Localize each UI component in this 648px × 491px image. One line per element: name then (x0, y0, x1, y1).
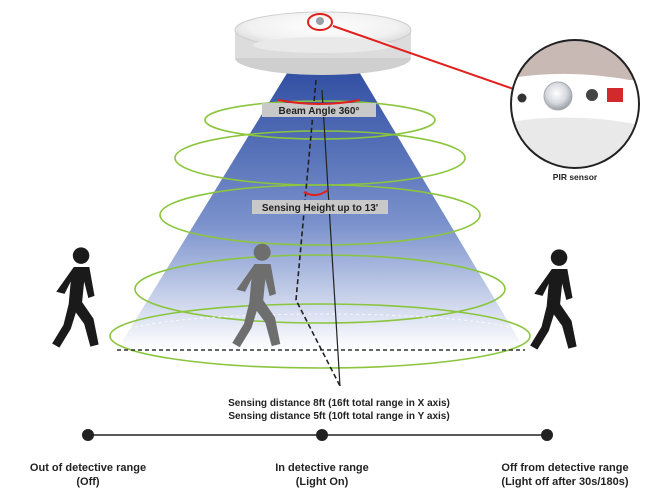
walking-person-icon (530, 249, 577, 350)
state-title: Off from detective range (501, 462, 628, 474)
height-arc-icon (303, 189, 329, 196)
beam-angle-label-bg (262, 103, 376, 117)
sensing-height-label-bg (252, 200, 388, 214)
pir-sensor-closeup (510, 39, 640, 169)
state-subtitle: (Off) (76, 476, 100, 488)
state-subtitle: (Light off after 30s/180s) (501, 476, 628, 488)
detection-rings (109, 100, 531, 369)
beam-angle-arc-icon (277, 99, 361, 105)
sensing-distance-y: Sensing distance 5ft (10ft total range i… (228, 411, 449, 422)
state-title: Out of detective range (30, 462, 146, 474)
detection-ring (204, 100, 436, 140)
detection-ring (159, 184, 481, 246)
state-marker-timeout (541, 429, 553, 441)
detection-ring (109, 303, 531, 369)
pir-sensor-label: PIR sensor (553, 172, 598, 182)
state-title: In detective range (275, 462, 369, 474)
state-marker-on (316, 429, 328, 441)
detection-ring (134, 254, 506, 324)
sensing-path-line (295, 79, 341, 387)
state-marker-off (82, 429, 94, 441)
pir-sensor-highlight (307, 13, 333, 31)
state-subtitle: (Light On) (296, 476, 349, 488)
sensing-height-label: Sensing Height up to 13' (262, 203, 378, 214)
walking-person-icon (52, 247, 99, 348)
vertical-axis-line (321, 89, 341, 387)
floor-range-ellipse (116, 313, 528, 359)
sensing-distance-x: Sensing distance 8ft (16ft total range i… (228, 398, 450, 409)
beam-angle-label: Beam Angle 360° (279, 106, 360, 117)
